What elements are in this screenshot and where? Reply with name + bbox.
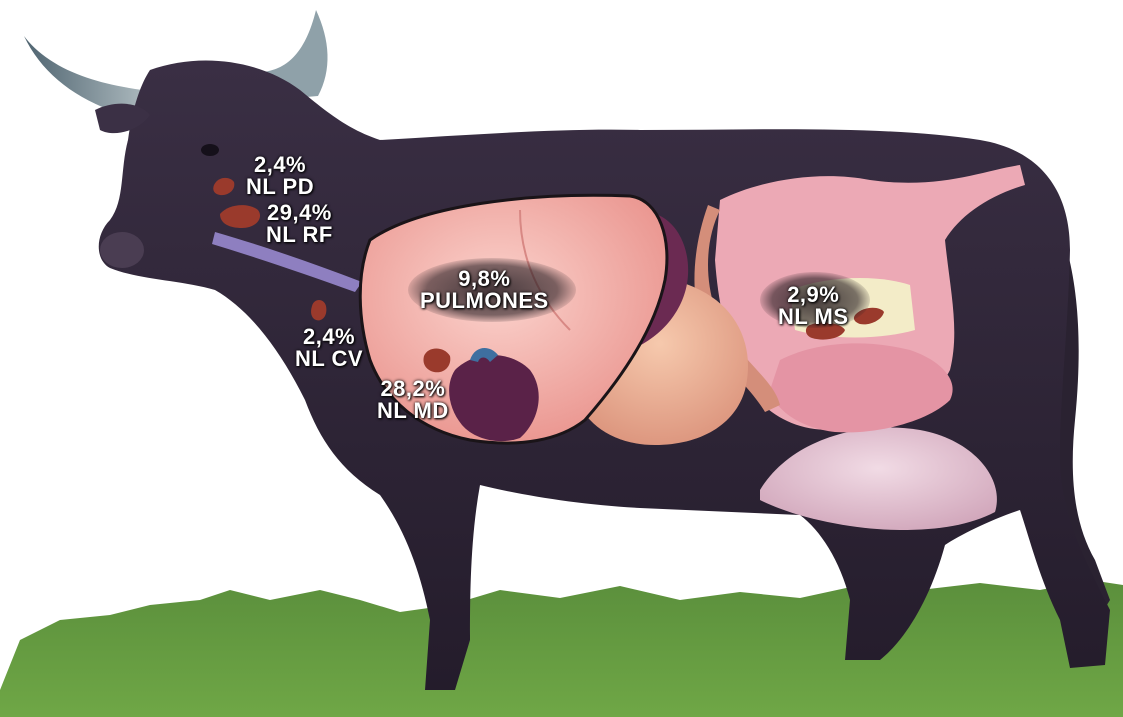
label-nl-md-name: NL MD [377, 400, 449, 422]
label-nl-pd-percent: 2,4% [246, 154, 314, 176]
label-pulmones: 9,8% PULMONES [420, 268, 549, 312]
label-pulmones-name: PULMONES [420, 290, 549, 312]
nose [100, 232, 144, 268]
label-nl-md-percent: 28,2% [377, 378, 449, 400]
label-nl-cv-name: NL CV [295, 348, 363, 370]
label-nl-pd: 2,4% NL PD [246, 154, 314, 198]
label-nl-pd-name: NL PD [246, 176, 314, 198]
label-nl-ms-name: NL MS [778, 306, 849, 328]
label-nl-cv: 2,4% NL CV [295, 326, 363, 370]
label-nl-ms-percent: 2,9% [778, 284, 849, 306]
grass [0, 580, 1123, 717]
label-nl-cv-percent: 2,4% [295, 326, 363, 348]
label-nl-rf-percent: 29,4% [266, 202, 333, 224]
label-nl-md: 28,2% NL MD [377, 378, 449, 422]
label-pulmones-percent: 9,8% [420, 268, 549, 290]
label-nl-ms: 2,9% NL MS [778, 284, 849, 328]
eye [201, 144, 219, 156]
lymph-node-cv [311, 300, 326, 320]
label-nl-rf-name: NL RF [266, 224, 333, 246]
label-nl-rf: 29,4% NL RF [266, 202, 333, 246]
